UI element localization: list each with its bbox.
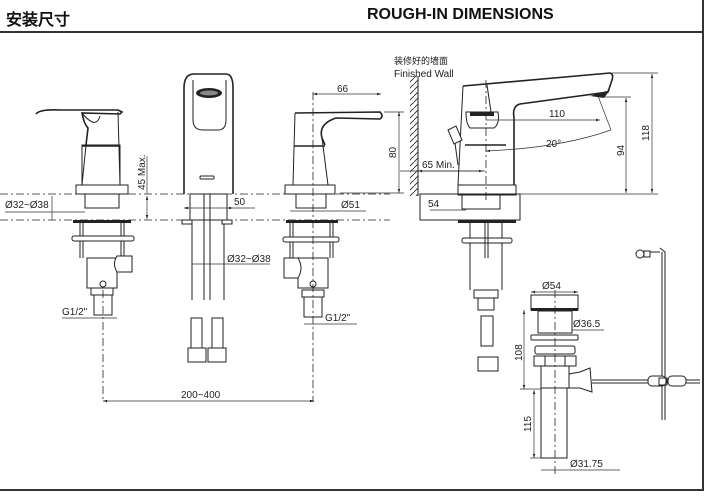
dim-spout-total-height: 118: [641, 125, 652, 141]
dim-tailpiece-diameter: Ø31.75: [570, 459, 603, 470]
dim-drain-height: 108: [514, 344, 525, 361]
wall-label-cn: 装修好的墙面: [394, 55, 448, 67]
dim-drain-flange: Ø54: [542, 281, 561, 292]
spout-side-view: [419, 72, 614, 372]
dim-deck-hole-left: Ø32~Ø38: [5, 200, 49, 211]
dim-arc-swivel: [485, 129, 612, 153]
dim-inlet-right: G1/2": [325, 313, 351, 324]
wall-hatch: [410, 76, 418, 196]
dim-centers-spread: 200~400: [181, 390, 221, 401]
wall-label-en: Finished Wall: [394, 69, 454, 80]
left-handle-view: [35, 109, 135, 400]
popup-drain-view: [530, 247, 700, 475]
dim-handle-height: 80: [388, 146, 399, 158]
dim-inlet-left: G1/2": [62, 307, 88, 318]
dim-wall-clearance: 65 Min.: [422, 160, 455, 171]
title-english: ROUGH-IN DIMENSIONS: [367, 6, 554, 23]
dim-spout-base-width: 50: [234, 197, 246, 208]
dim-spout-outlet-height: 94: [616, 144, 627, 156]
header-divider: [0, 31, 704, 33]
right-handle-view: [282, 92, 383, 402]
dim-deck-hole-center: Ø32~Ø38: [227, 254, 271, 265]
dim-handle-reach: 66: [337, 84, 349, 95]
dim-deck-thickness: 45 Max.: [137, 154, 148, 190]
dim-drain-body: Ø36.5: [573, 319, 601, 330]
dim-spout-reach: 110: [549, 109, 565, 120]
dim-tailpiece-length: 115: [523, 416, 534, 432]
dim-handle-base: Ø51: [341, 200, 360, 211]
dim-spout-swivel-angle: 20°: [546, 139, 561, 150]
title-chinese: 安装尺寸: [6, 10, 71, 29]
drain-knob: [635, 249, 645, 259]
dim-spout-base: 54: [428, 199, 440, 210]
spout-front-view: [181, 73, 234, 363]
drawing-frame: [0, 0, 704, 491]
